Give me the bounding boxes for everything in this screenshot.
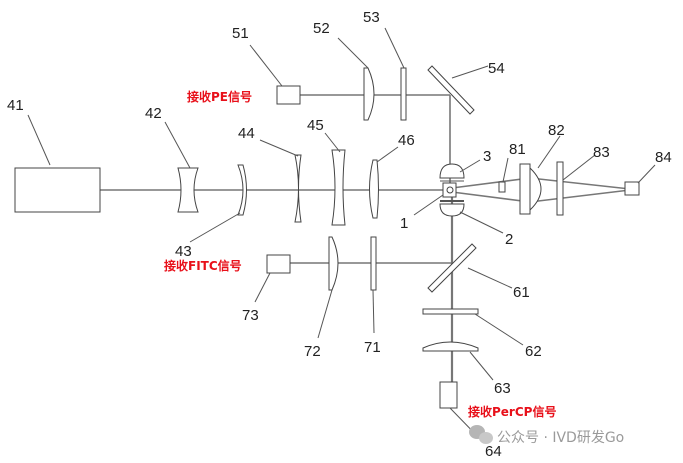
sample-point: [446, 186, 454, 194]
lens-63: [422, 341, 479, 352]
detector-73: [266, 254, 291, 274]
label-52: 52: [313, 20, 330, 37]
label-2: 2: [505, 231, 513, 248]
mirror-54: [427, 65, 475, 115]
signal-label-percp: 接收PerCP信号: [468, 404, 556, 419]
label-43: 43: [175, 243, 192, 260]
watermark-text: 公众号 · IVD研发Go: [497, 430, 624, 446]
label-53: 53: [363, 9, 380, 26]
label-1: 1: [400, 215, 408, 232]
label-54: 54: [488, 60, 505, 77]
label-61: 61: [513, 284, 530, 301]
lens-82: [529, 166, 542, 212]
filter-83: [556, 161, 564, 216]
lens-43: [237, 164, 247, 216]
signal-label-pe: 接收PE信号: [187, 89, 252, 104]
label-72: 72: [304, 343, 321, 360]
laser-41: [14, 167, 101, 213]
detector-64: [439, 381, 458, 409]
label-41: 41: [7, 97, 24, 114]
label-51: 51: [232, 25, 249, 42]
stop-81: [498, 181, 506, 193]
label-42: 42: [145, 105, 162, 122]
label-64: 64: [485, 443, 502, 460]
label-3: 3: [483, 148, 491, 165]
mirror-61: [427, 243, 477, 293]
label-82: 82: [548, 122, 565, 139]
lens-46: [369, 159, 379, 219]
detector-51: [276, 85, 301, 105]
watermark: 公众号 · IVD研发Go: [469, 425, 624, 446]
filter-53: [400, 67, 407, 121]
part-labels: 41 42 43 44 45 46 51 52 53 54 3 1 2 81 8…: [7, 9, 672, 460]
lens-45: [331, 149, 346, 226]
lens-42: [177, 167, 199, 213]
filter-71: [370, 236, 377, 291]
detector-84: [624, 181, 640, 196]
lens-52: [363, 67, 375, 121]
lens-3: [439, 163, 465, 179]
lens-2: [439, 203, 465, 217]
label-45: 45: [307, 117, 324, 134]
label-44: 44: [238, 125, 255, 142]
label-84: 84: [655, 149, 672, 166]
label-63: 63: [494, 380, 511, 397]
label-73: 73: [242, 307, 259, 324]
label-46: 46: [398, 132, 415, 149]
label-83: 83: [593, 144, 610, 161]
label-62: 62: [525, 343, 542, 360]
leader-lines: [27, 27, 656, 444]
lens-72: [328, 236, 339, 291]
filter-62: [422, 308, 479, 315]
lens-44: [294, 154, 302, 223]
label-71: 71: [364, 339, 381, 356]
lens-82-flat: [519, 163, 531, 215]
label-81: 81: [509, 141, 526, 158]
signal-label-fitc: 接收FITC信号: [164, 258, 242, 273]
